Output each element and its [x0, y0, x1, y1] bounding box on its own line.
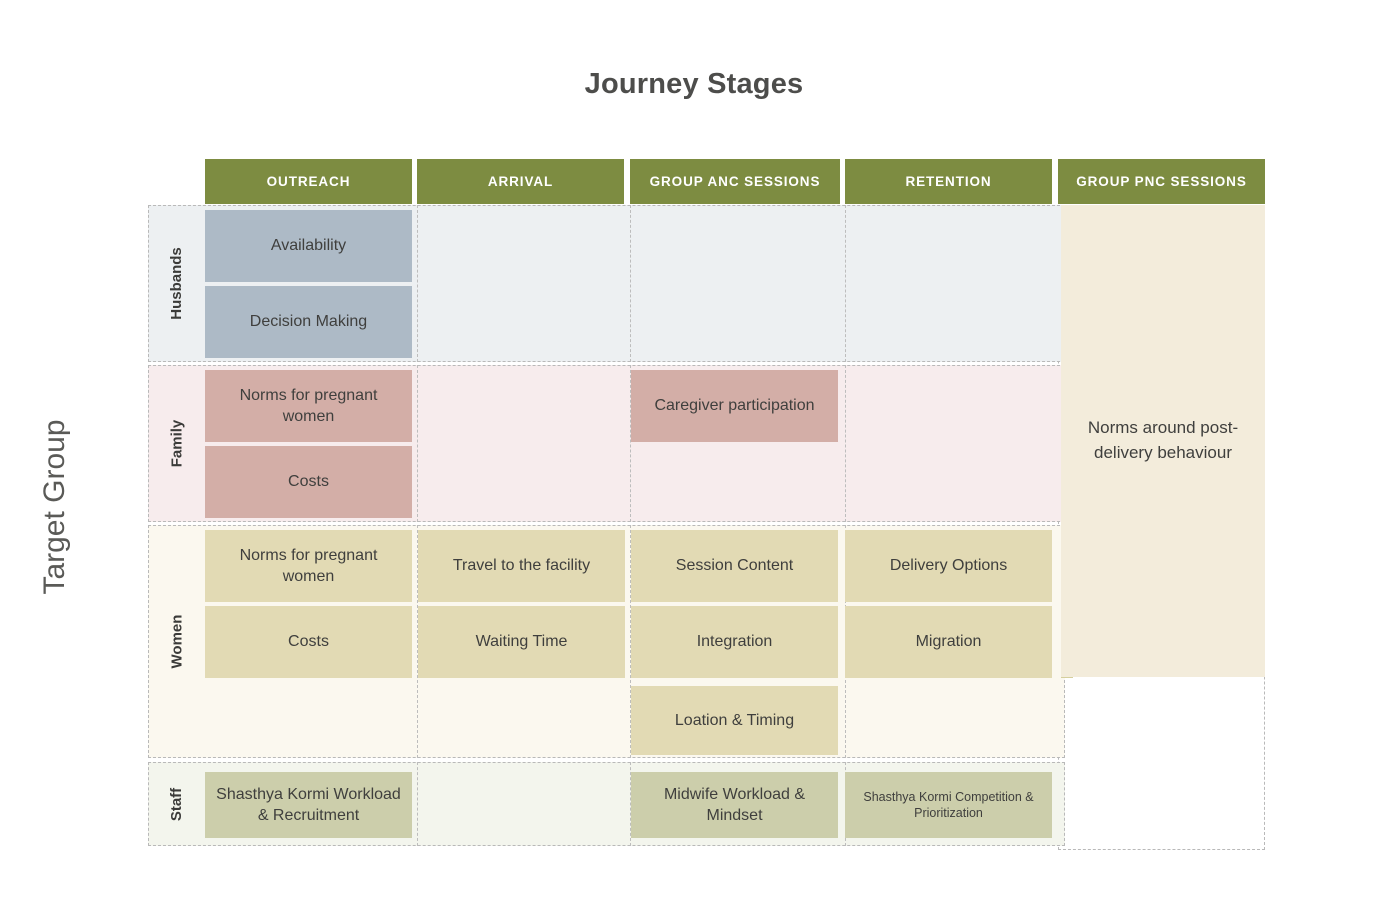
row-label-staff: Staff: [168, 787, 185, 821]
card-women-travel-to-the-facility[interactable]: Travel to the facility: [418, 530, 625, 602]
column-separator: [417, 762, 418, 846]
y-axis-label: Target Group: [38, 419, 71, 595]
column-separator: [845, 365, 846, 522]
card-women-session-content[interactable]: Session Content: [631, 530, 838, 602]
column-header-label: GROUP PNC SESSIONS: [1076, 174, 1247, 189]
page-title: Journey Stages: [584, 68, 804, 100]
card-label: Caregiver participation: [654, 397, 815, 415]
column-header-retention[interactable]: RETENTION: [845, 159, 1052, 204]
column-separator: [630, 205, 631, 362]
card-label: Shasthya Kormi Workload & Recruitment: [216, 785, 401, 824]
card-staff-midwife-workload-mindset[interactable]: Midwife Workload & Mindset: [631, 772, 838, 838]
card-husbands-availability[interactable]: Availability: [205, 210, 412, 282]
card-husbands-decision-making[interactable]: Decision Making: [205, 286, 412, 358]
card-label: Session Content: [675, 557, 794, 575]
card-women-costs[interactable]: Costs: [205, 606, 412, 678]
column-header-group-pnc-sessions[interactable]: GROUP PNC SESSIONS: [1058, 159, 1265, 204]
column-separator: [630, 525, 631, 758]
card-label: Decision Making: [249, 313, 368, 331]
card-family-caregiver-participation[interactable]: Caregiver participation: [631, 370, 838, 442]
card-women-migration[interactable]: Migration: [845, 606, 1052, 678]
card-label: Norms around post-delivery behaviour: [1087, 418, 1239, 462]
card-women-delivery-options[interactable]: Delivery Options: [845, 530, 1052, 602]
card-staff-shasthya-kormi-workload-recruitment[interactable]: Shasthya Kormi Workload & Recruitment: [205, 772, 412, 838]
column-separator: [845, 205, 846, 362]
column-header-outreach[interactable]: OUTREACH: [205, 159, 412, 204]
row-label-family: Family: [168, 419, 185, 468]
column-header-label: OUTREACH: [266, 174, 351, 189]
row-label-husbands: Husbands: [168, 247, 186, 320]
card-family-costs[interactable]: Costs: [205, 446, 412, 518]
column-header-arrival[interactable]: ARRIVAL: [417, 159, 624, 204]
card-label: Migration: [915, 633, 982, 651]
column-header-label: GROUP ANC SESSIONS: [649, 174, 821, 189]
card-label: Shasthya Kormi Competition & Prioritizat…: [863, 789, 1034, 821]
card-pnc-norms-around-post-delivery-behaviour[interactable]: Norms around post-delivery behaviour: [1061, 205, 1265, 677]
card-women-norms-for-pregnant-women[interactable]: Norms for pregnant women: [205, 530, 412, 602]
row-label-women: Women: [168, 614, 185, 669]
column-separator: [417, 525, 418, 758]
column-header-label: ARRIVAL: [487, 174, 554, 189]
column-header-group-anc-sessions[interactable]: GROUP ANC SESSIONS: [630, 159, 840, 204]
card-label: Waiting Time: [475, 633, 568, 651]
card-women-integration[interactable]: Integration: [631, 606, 838, 678]
card-label: Loation & Timing: [674, 711, 795, 729]
column-separator: [417, 365, 418, 522]
column-separator: [417, 205, 418, 362]
card-family-norms-for-pregnant-women[interactable]: Norms for pregnant women: [205, 370, 412, 442]
card-women-loation-and-timing[interactable]: Loation & Timing: [631, 686, 838, 755]
card-label: Costs: [288, 633, 329, 651]
card-label: Delivery Options: [889, 557, 1008, 575]
card-women-waiting-time[interactable]: Waiting Time: [418, 606, 625, 678]
card-label: Integration: [696, 633, 773, 651]
card-label: Norms for pregnant women: [239, 546, 378, 585]
card-staff-shasthya-kormi-competition-prioritization[interactable]: Shasthya Kormi Competition & Prioritizat…: [845, 772, 1052, 838]
column-header-label: RETENTION: [905, 174, 992, 189]
card-label: Norms for pregnant women: [239, 386, 378, 425]
card-label: Midwife Workload & Mindset: [663, 785, 806, 824]
card-label: Availability: [270, 237, 347, 255]
card-label: Travel to the facility: [452, 557, 591, 575]
card-label: Costs: [288, 473, 329, 491]
column-separator: [630, 762, 631, 846]
column-separator: [630, 365, 631, 522]
